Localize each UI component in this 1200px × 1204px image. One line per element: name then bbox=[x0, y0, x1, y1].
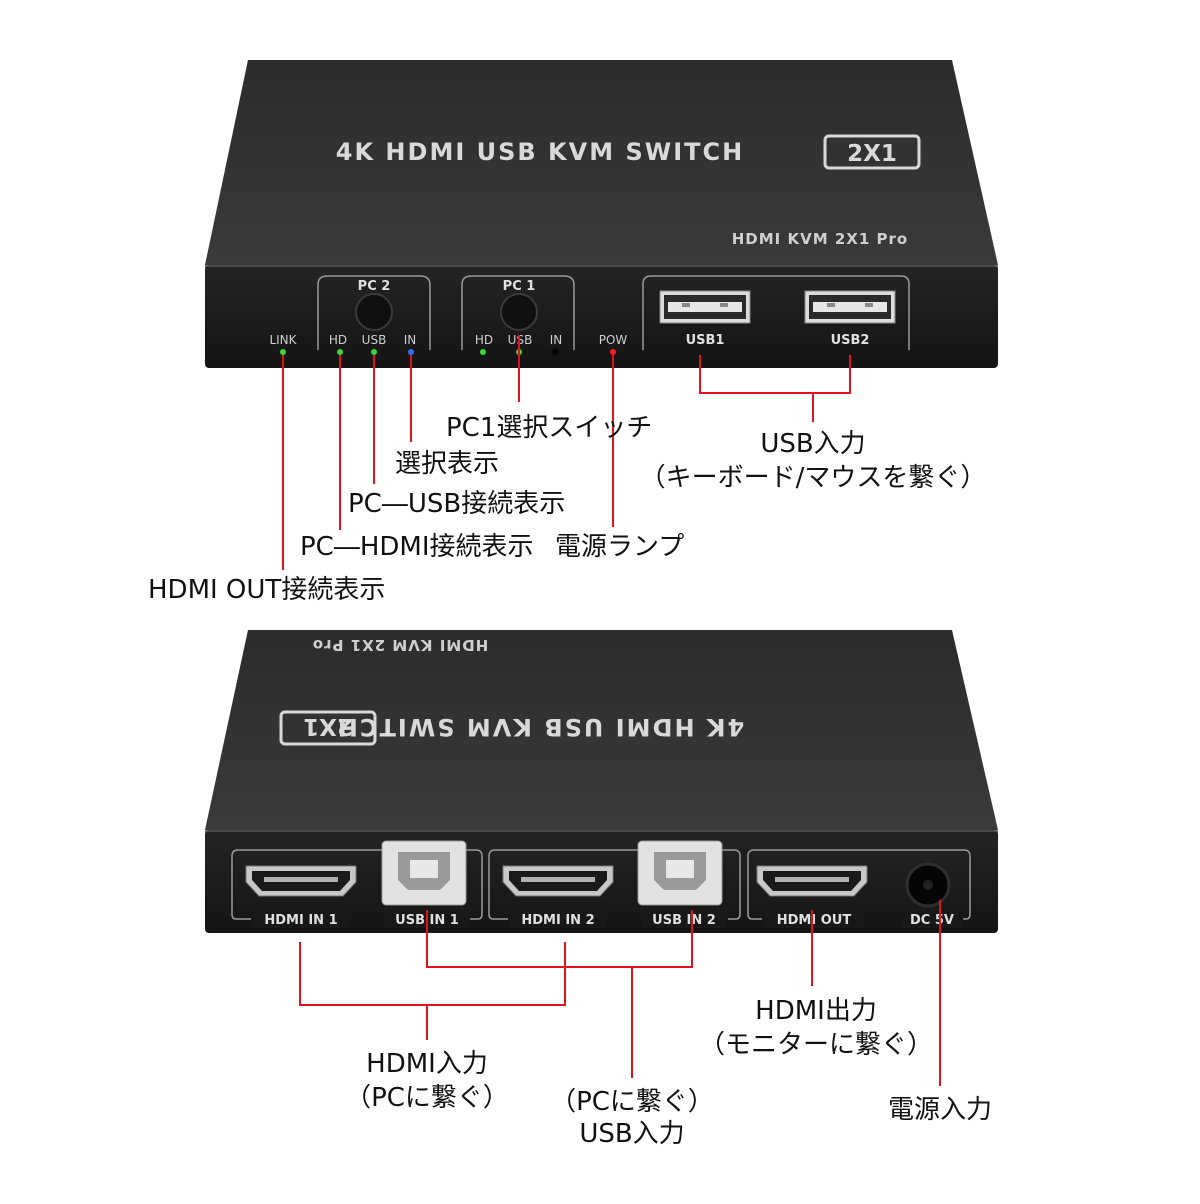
pc1-in-label: IN bbox=[550, 333, 563, 347]
hdmi-out-label: HDMI OUT bbox=[777, 913, 852, 928]
callout-usb-input-sub: （キーボード/マウスを繋ぐ） bbox=[640, 462, 987, 494]
pow-led bbox=[610, 349, 616, 355]
pc1-hd-led bbox=[480, 349, 486, 355]
pc1-label: PC 1 bbox=[503, 279, 536, 294]
hdmi-out-port[interactable] bbox=[757, 866, 867, 896]
callout-pc1-switch: PC1選択スイッチ bbox=[446, 412, 652, 444]
back-title: 4K HDMI USB KVM SWITCH bbox=[336, 713, 744, 741]
callout-hdmi-output: HDMI出力 bbox=[755, 995, 877, 1027]
back-unit: 4K HDMI USB KVM SWITCH 2X1 HDMI KVM 2X1 … bbox=[205, 630, 998, 933]
pc2-hd-label: HD bbox=[329, 333, 347, 347]
hdmi-in2-port[interactable] bbox=[503, 866, 613, 896]
callout-pc-hdmi: PC―HDMI接続表示 bbox=[300, 531, 534, 563]
usb2-label: USB2 bbox=[831, 333, 870, 348]
usb-in2-label: USB IN 2 bbox=[652, 913, 716, 928]
pc1-hd-label: HD bbox=[475, 333, 493, 347]
link-label: LINK bbox=[269, 333, 297, 347]
hdmi-in1-label: HDMI IN 1 bbox=[264, 913, 337, 928]
pc2-usb-led bbox=[371, 349, 377, 355]
dc-jack[interactable] bbox=[907, 864, 949, 906]
usb-in2-port[interactable] bbox=[638, 841, 722, 905]
pc2-label: PC 2 bbox=[358, 279, 391, 294]
callout-usb-input: USB入力 bbox=[760, 428, 865, 460]
pow-label: POW bbox=[599, 333, 628, 347]
link-led bbox=[280, 349, 286, 355]
usb1-label: USB1 bbox=[686, 333, 725, 348]
usb2-port[interactable] bbox=[805, 291, 895, 323]
callout-usb-in-pc-sub: USB入力 bbox=[579, 1118, 684, 1150]
callout-select-display: 選択表示 bbox=[395, 448, 499, 480]
front-title: 4K HDMI USB KVM SWITCH bbox=[336, 138, 744, 166]
dc-label: DC 5V bbox=[910, 913, 954, 928]
back-badge: 2X1 bbox=[303, 713, 353, 739]
front-model: HDMI KVM 2X1 Pro bbox=[732, 230, 908, 248]
usb1-port[interactable] bbox=[660, 291, 750, 323]
pc2-select-button[interactable] bbox=[356, 294, 392, 330]
pc1-select-button[interactable] bbox=[501, 294, 537, 330]
front-badge: 2X1 bbox=[847, 141, 897, 167]
front-unit: 4K HDMI USB KVM SWITCH 2X1 HDMI KVM 2X1 … bbox=[205, 60, 998, 368]
callout-hdmi-input-sub: （PCに繋ぐ） bbox=[345, 1082, 509, 1114]
callout-hdmi-out-conn: HDMI OUT接続表示 bbox=[148, 574, 385, 606]
hdmi-in1-port[interactable] bbox=[246, 866, 356, 896]
callout-hdmi-output-sub: （モニターに繋ぐ） bbox=[699, 1029, 933, 1061]
pc2-usb-label: USB bbox=[362, 333, 387, 347]
back-model: HDMI KVM 2X1 Pro bbox=[312, 636, 488, 654]
pc2-hd-led bbox=[337, 349, 343, 355]
callout-usb-in-pc: （PCに繋ぐ） bbox=[550, 1086, 714, 1118]
callout-power-lamp: 電源ランプ bbox=[555, 531, 684, 563]
callout-hdmi-input: HDMI入力 bbox=[366, 1048, 488, 1080]
usb-in1-port[interactable] bbox=[382, 841, 466, 905]
pc2-in-label: IN bbox=[404, 333, 417, 347]
hdmi-in2-label: HDMI IN 2 bbox=[521, 913, 594, 928]
pc2-in-led bbox=[408, 349, 414, 355]
pc1-in-led bbox=[552, 349, 559, 356]
callout-pc-usb: PC―USB接続表示 bbox=[348, 488, 565, 520]
callout-power-input: 電源入力 bbox=[888, 1094, 992, 1126]
